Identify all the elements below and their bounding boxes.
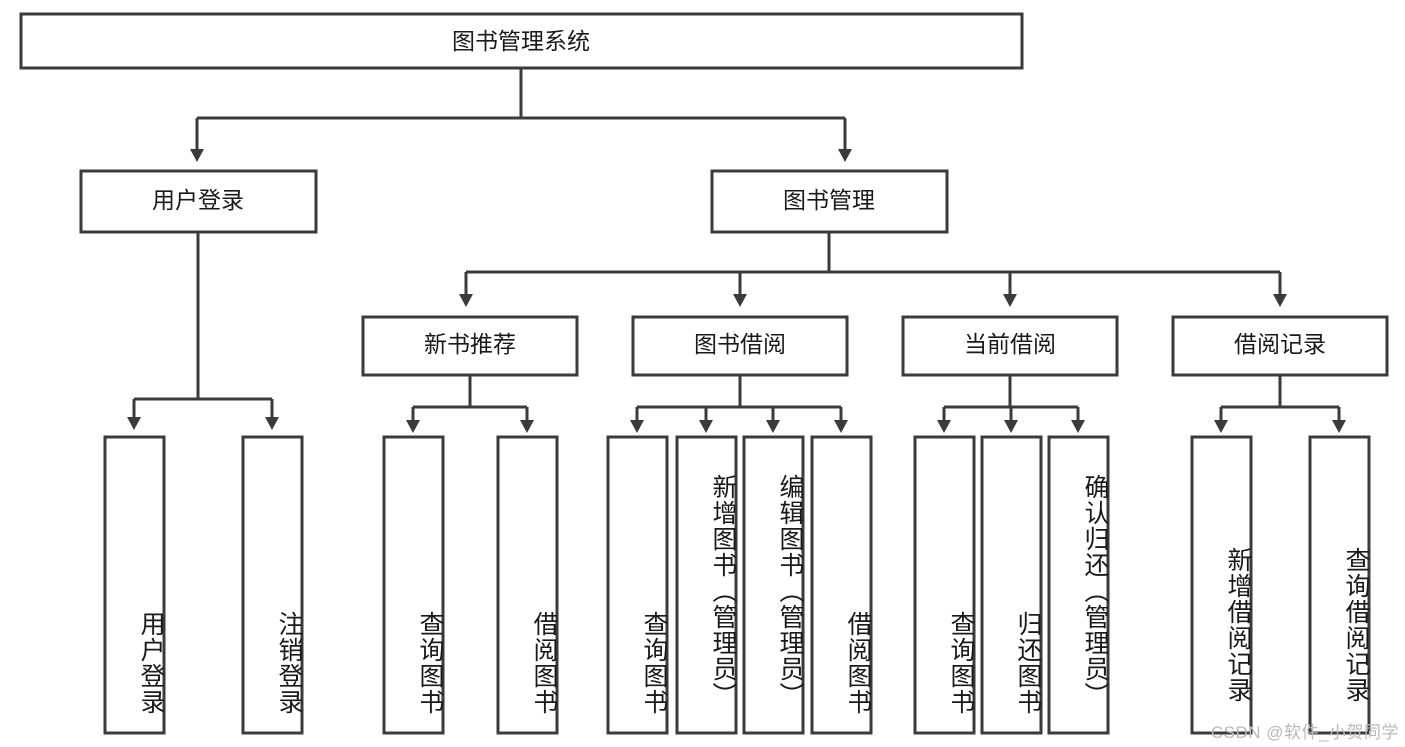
node-current-borrow[interactable]: 当前借阅 <box>901 315 1119 377</box>
connector-borrow-record-to-leaves <box>1214 375 1346 433</box>
connector-current-borrow-to-leaves <box>937 375 1085 433</box>
connector-root-to-level2 <box>190 68 852 162</box>
connector-user-login-to-leaves <box>127 232 279 430</box>
leaf-13-box[interactable] <box>1308 435 1371 735</box>
leaf-boxes <box>103 435 1371 735</box>
csdn-watermark: CSDN @软件_小贺同学 <box>1210 723 1399 742</box>
leaf-4-box[interactable] <box>496 435 559 735</box>
leaf-8-box[interactable] <box>810 435 873 735</box>
connector-book-manage-to-level3 <box>459 232 1287 307</box>
node-current-borrow-label: 当前借阅 <box>964 331 1056 357</box>
leaf-10-box[interactable] <box>980 435 1043 735</box>
node-root-label: 图书管理系统 <box>452 28 590 54</box>
node-root[interactable]: 图书管理系统 <box>19 12 1024 70</box>
connector-book-borrow-to-leaves <box>630 375 848 433</box>
node-book-manage-label: 图书管理 <box>783 187 875 213</box>
node-current-borrow-box <box>901 315 1119 377</box>
node-root-box <box>19 12 1024 70</box>
leaf-1-box[interactable] <box>103 435 166 735</box>
node-user-login[interactable]: 用户登录 <box>79 169 318 234</box>
leaf-11-box[interactable] <box>1047 435 1110 735</box>
leaf-9-box[interactable] <box>913 435 976 735</box>
leaf-12-box[interactable] <box>1190 435 1253 735</box>
leaf-6-box[interactable] <box>675 435 738 735</box>
connector-new-book-rec-to-leaves <box>406 375 534 433</box>
node-borrow-record[interactable]: 借阅记录 <box>1171 315 1389 377</box>
node-new-book-rec-box <box>361 315 579 377</box>
node-new-book-rec[interactable]: 新书推荐 <box>361 315 579 377</box>
node-user-login-label: 用户登录 <box>152 187 244 213</box>
leaf-2-box[interactable] <box>241 435 304 735</box>
leaf-5-box[interactable] <box>606 435 669 735</box>
leaf-7-box[interactable] <box>742 435 805 735</box>
node-book-borrow[interactable]: 图书借阅 <box>631 315 849 377</box>
node-book-manage[interactable]: 图书管理 <box>710 169 949 234</box>
leaf-3-box[interactable] <box>382 435 445 735</box>
node-new-book-rec-label: 新书推荐 <box>424 331 516 357</box>
node-user-login-box <box>79 169 318 234</box>
node-borrow-record-label: 借阅记录 <box>1234 331 1326 357</box>
node-book-borrow-label: 图书借阅 <box>694 331 786 357</box>
